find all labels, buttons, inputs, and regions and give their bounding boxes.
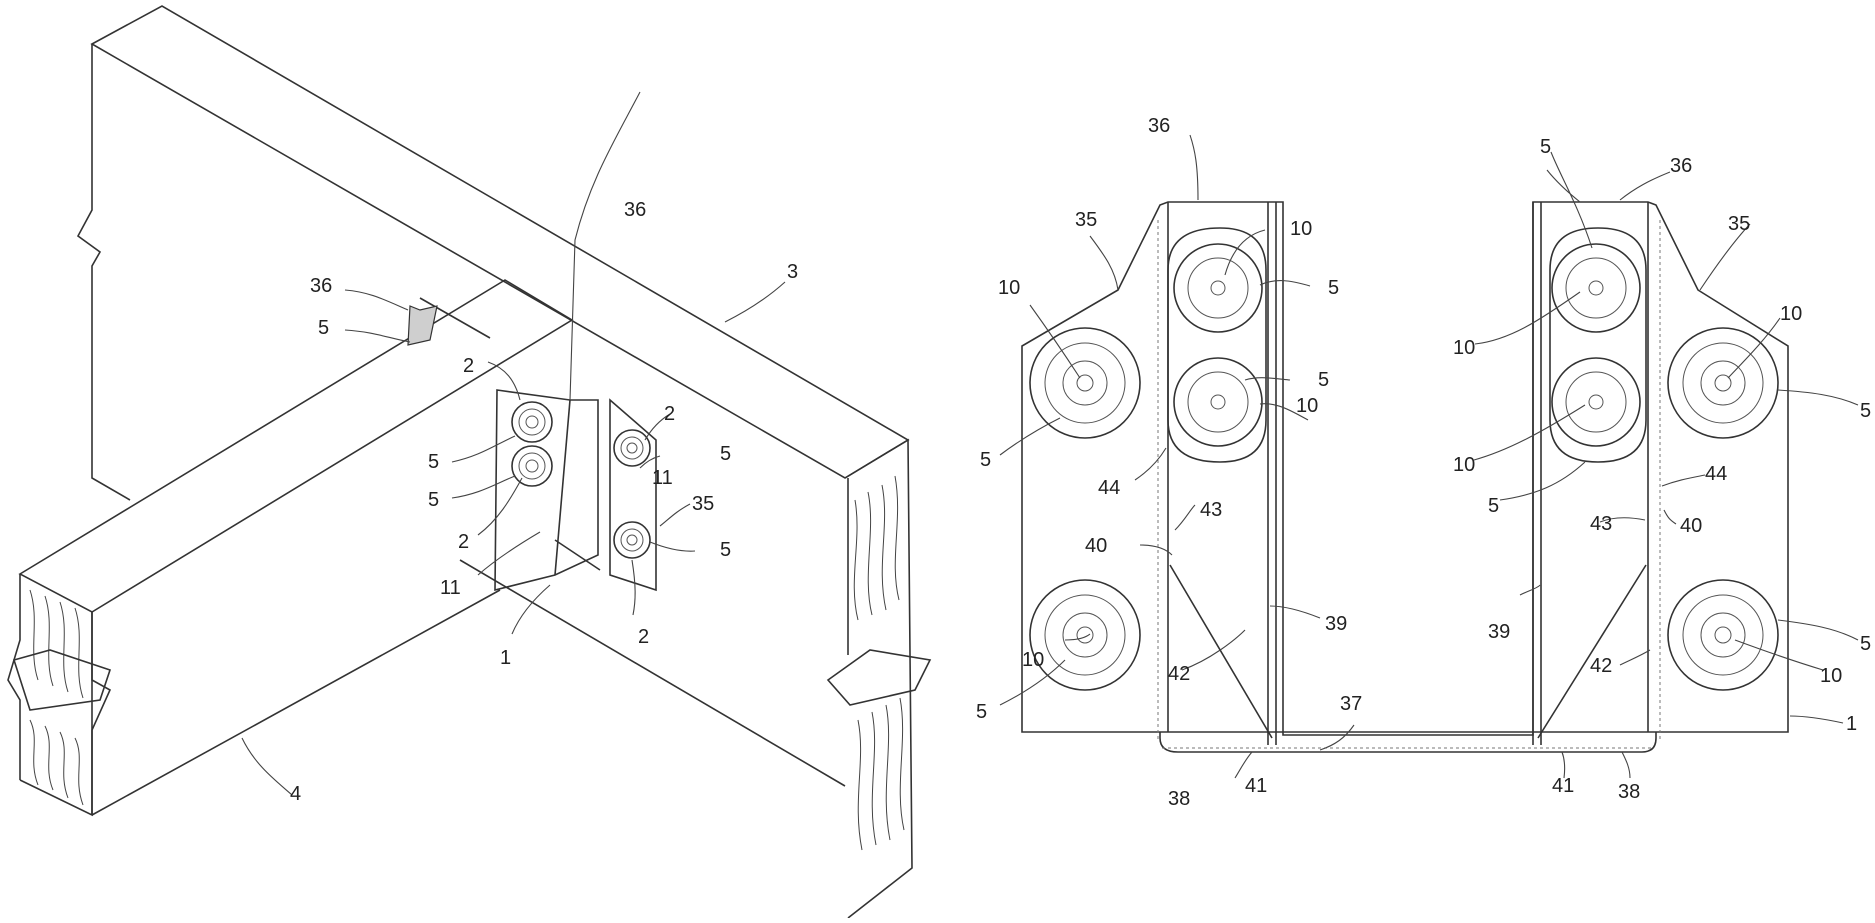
label-10-g: 10 <box>1022 649 1044 671</box>
label-2-mid-left: 2 <box>458 531 469 553</box>
label-5-top-right: 5 <box>1540 136 1551 158</box>
label-10-b: 10 <box>998 277 1020 299</box>
label-36-left: 36 <box>310 275 332 297</box>
label-39-b: 39 <box>1488 621 1510 643</box>
label-43-a: 43 <box>1200 499 1222 521</box>
label-36-right-a: 36 <box>1148 115 1170 137</box>
label-36-center: 36 <box>624 199 646 221</box>
label-5-g: 5 <box>976 701 987 723</box>
label-10-e: 10 <box>1296 395 1318 417</box>
label-41-a: 41 <box>1245 775 1267 797</box>
flat-blank-figure <box>1021 201 1789 753</box>
label-5-hanger-upper: 5 <box>428 451 439 473</box>
label-10-c: 10 <box>1780 303 1802 325</box>
label-38-b: 38 <box>1618 781 1640 803</box>
label-5-b: 5 <box>1318 369 1329 391</box>
label-37: 37 <box>1340 693 1362 715</box>
label-5-e: 5 <box>1488 495 1499 517</box>
leader-lines <box>241 91 1859 796</box>
label-5-d: 5 <box>980 449 991 471</box>
label-2-top-left: 2 <box>463 355 474 377</box>
label-11-right: 11 <box>652 467 673 489</box>
label-5-f: 5 <box>1860 633 1871 655</box>
label-44-b: 44 <box>1705 463 1727 485</box>
label-42-b: 42 <box>1590 655 1612 677</box>
label-2-top-right: 2 <box>664 403 675 425</box>
label-10-a: 10 <box>1290 218 1312 240</box>
far-side-tab <box>407 305 438 346</box>
label-10-h: 10 <box>1820 665 1842 687</box>
label-1-left: 1 <box>500 647 511 669</box>
label-35-right-a: 35 <box>1075 209 1097 231</box>
label-11-left: 11 <box>440 577 461 599</box>
label-10-d: 10 <box>1453 337 1475 359</box>
hanger-isometric <box>494 389 657 592</box>
label-42-a: 42 <box>1168 663 1190 685</box>
label-5-c: 5 <box>1860 400 1871 422</box>
label-35-left: 35 <box>692 493 714 515</box>
label-43-b: 43 <box>1590 513 1612 535</box>
label-39-a: 39 <box>1325 613 1347 635</box>
label-5-hanger-lower: 5 <box>428 489 439 511</box>
label-41-b: 41 <box>1552 775 1574 797</box>
label-2-bottom: 2 <box>638 626 649 648</box>
label-38-a: 38 <box>1168 788 1190 810</box>
label-5-left-tab: 5 <box>318 317 329 339</box>
label-5-right-lower: 5 <box>720 539 731 561</box>
label-44-a: 44 <box>1098 477 1120 499</box>
label-4: 4 <box>290 783 301 805</box>
label-3: 3 <box>787 261 798 283</box>
label-40-b: 40 <box>1680 515 1702 537</box>
header-beam <box>76 5 932 919</box>
label-5-right-upper: 5 <box>720 443 731 465</box>
label-40-a: 40 <box>1085 535 1107 557</box>
label-36-right-b: 36 <box>1670 155 1692 177</box>
label-1-right: 1 <box>1846 713 1857 735</box>
label-5-a: 5 <box>1328 277 1339 299</box>
isometric-figure <box>7 5 932 919</box>
label-10-f: 10 <box>1453 454 1475 476</box>
reference-labels: 36 5 36 3 2 2 5 5 5 11 35 2 5 11 1 2 4 3… <box>290 115 1871 810</box>
label-35-right-b: 35 <box>1728 213 1750 235</box>
